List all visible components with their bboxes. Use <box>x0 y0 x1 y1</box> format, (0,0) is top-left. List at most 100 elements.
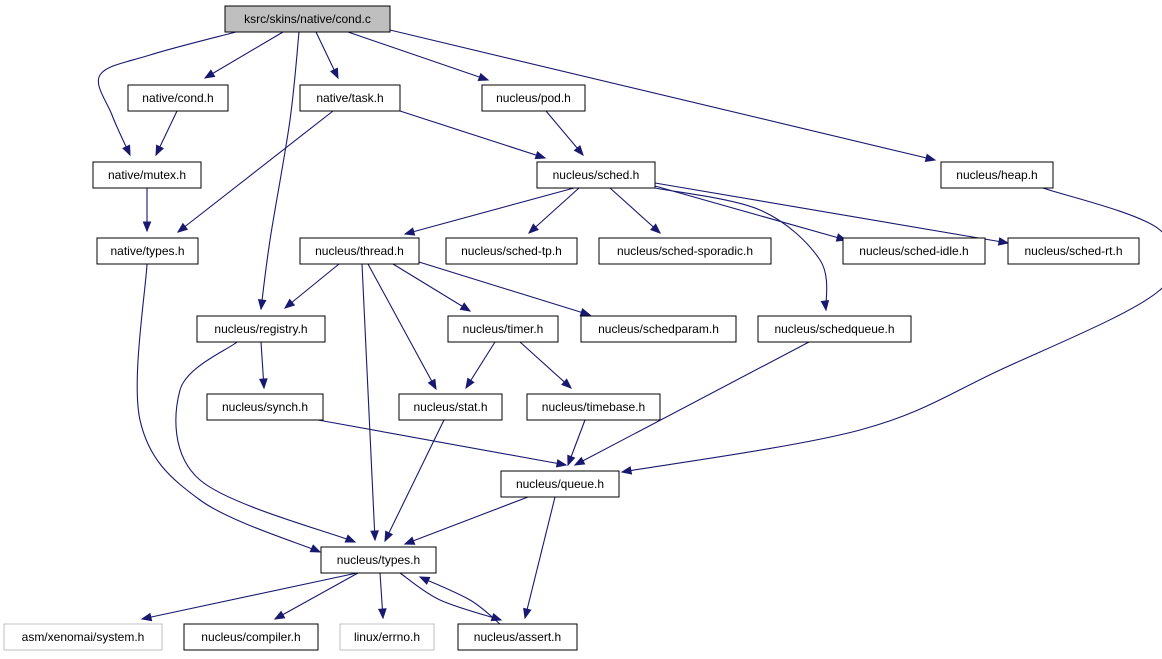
node-box[interactable] <box>320 546 437 574</box>
edge-line <box>654 185 847 241</box>
edge-arrowhead <box>203 69 216 79</box>
node-nucleus-types-h[interactable]: nucleus/types.h <box>320 546 437 574</box>
node-label: native/cond.h <box>142 91 213 105</box>
node-box[interactable] <box>580 315 737 343</box>
edge-nucleus_schedqueue_h-to-nucleus_queue_h <box>573 341 810 466</box>
edge-arrowhead <box>257 299 267 311</box>
edge-nucleus_sched_h-to-nucleus_schedqueue_h <box>654 187 830 312</box>
edge-arrowhead <box>378 608 387 620</box>
node-nucleus-timebase-h[interactable]: nucleus/timebase.h <box>526 393 661 421</box>
edge-native_types_h-to-nucleus_types_h <box>136 263 322 553</box>
edge-arrowhead <box>459 302 472 312</box>
node-box[interactable] <box>940 161 1054 189</box>
node-nucleus-compiler-h[interactable]: nucleus/compiler.h <box>183 623 319 651</box>
node-box[interactable] <box>127 84 229 112</box>
node-linux-errno-h[interactable]: linux/errno.h <box>339 623 435 651</box>
node-native-task-h[interactable]: native/task.h <box>299 84 401 112</box>
node-label: nucleus/thread.h <box>315 244 404 258</box>
node-nucleus-queue-h[interactable]: nucleus/queue.h <box>500 470 620 498</box>
node-box[interactable] <box>481 84 586 112</box>
node-asm-xenomai-system-h[interactable]: asm/xenomai/system.h <box>3 623 163 651</box>
node-label: nucleus/sched-sporadic.h <box>617 244 753 258</box>
node-box[interactable] <box>299 84 401 112</box>
edges-layer <box>97 29 1162 625</box>
node-label: native/mutex.h <box>108 168 186 182</box>
edge-nucleus_sched_h-to-nucleus_thread_h <box>403 187 575 236</box>
node-box[interactable] <box>447 315 559 343</box>
node-label: nucleus/sched-rt.h <box>1024 244 1122 258</box>
node-box[interactable] <box>196 315 326 343</box>
node-box[interactable] <box>224 5 391 33</box>
edge-arrowhead <box>140 612 153 622</box>
node-nucleus-sched-h[interactable]: nucleus/sched.h <box>536 161 656 189</box>
edge-line <box>141 572 358 620</box>
edge-arrowhead <box>259 378 268 390</box>
edge-line <box>524 496 556 619</box>
node-box[interactable] <box>339 623 435 651</box>
node-box[interactable] <box>526 393 661 421</box>
node-box[interactable] <box>1007 237 1140 265</box>
edge-arrowhead <box>561 378 573 389</box>
node-nucleus-schedqueue-h[interactable]: nucleus/schedqueue.h <box>757 315 912 343</box>
node-box[interactable] <box>757 315 912 343</box>
node-nucleus-pod-h[interactable]: nucleus/pod.h <box>481 84 586 112</box>
node-native-cond-h[interactable]: native/cond.h <box>127 84 229 112</box>
node-nucleus-assert-h[interactable]: nucleus/assert.h <box>457 623 578 651</box>
edge-nucleus_assert_h-to-nucleus_types_h <box>418 576 501 625</box>
node-nucleus-thread-h[interactable]: nucleus/thread.h <box>299 237 420 265</box>
edge-arrowhead <box>142 221 152 233</box>
node-box[interactable] <box>299 237 420 265</box>
node-native-types-h[interactable]: native/types.h <box>96 237 199 265</box>
node-nucleus-registry-h[interactable]: nucleus/registry.h <box>196 315 326 343</box>
node-nucleus-sched-idle-h[interactable]: nucleus/sched-idle.h <box>842 237 986 265</box>
node-box[interactable] <box>842 237 986 265</box>
edge-nucleus_queue_h-to-nucleus_assert_h <box>523 496 556 620</box>
node-box[interactable] <box>536 161 656 189</box>
node-box[interactable] <box>3 623 163 651</box>
edge-line <box>389 29 936 161</box>
edge-line <box>399 572 502 621</box>
edge-line <box>654 182 1009 244</box>
edge-line <box>392 263 471 312</box>
node-nucleus-sched-rt-h[interactable]: nucleus/sched-rt.h <box>1007 237 1140 265</box>
node-nucleus-sched-tp-h[interactable]: nucleus/sched-tp.h <box>445 237 578 265</box>
edge-line <box>418 261 591 316</box>
edge-line <box>519 341 572 389</box>
node-box[interactable] <box>457 623 578 651</box>
edge-nucleus_sched_h-to-nucleus_sched_sporadic_h <box>609 187 661 234</box>
node-nucleus-stat-h[interactable]: nucleus/stat.h <box>398 393 503 421</box>
node-box[interactable] <box>500 470 620 498</box>
edge-arrowhead <box>427 378 437 391</box>
edge-line <box>274 572 359 620</box>
edge-line <box>545 110 584 156</box>
edge-line <box>361 263 376 541</box>
node-label: nucleus/stat.h <box>413 400 487 414</box>
edge-line <box>528 187 580 234</box>
node-label: native/types.h <box>110 244 184 258</box>
node-box[interactable] <box>96 237 199 265</box>
edge-arrowhead <box>283 298 296 309</box>
node-box[interactable] <box>445 237 578 265</box>
node-nucleus-timer-h[interactable]: nucleus/timer.h <box>447 315 559 343</box>
edge-line <box>609 187 661 234</box>
node-box[interactable] <box>598 237 772 265</box>
node-nucleus-heap-h[interactable]: nucleus/heap.h <box>940 161 1054 189</box>
node-cond-c[interactable]: ksrc/skins/native/cond.c <box>224 5 391 33</box>
node-label: nucleus/sched-tp.h <box>461 244 562 258</box>
edge-arrowhead <box>403 227 416 236</box>
edge-nucleus_sched_h-to-nucleus_sched_idle_h <box>654 185 848 242</box>
edge-line <box>384 419 445 542</box>
edge-line <box>317 419 567 466</box>
node-nucleus-sched-sporadic-h[interactable]: nucleus/sched-sporadic.h <box>598 237 772 265</box>
edge-nucleus_types_h-to-linux_errno_h <box>378 572 387 620</box>
node-label: nucleus/timer.h <box>463 322 544 336</box>
node-box[interactable] <box>398 393 503 421</box>
edge-nucleus_thread_h-to-nucleus_schedparam_h <box>418 261 592 317</box>
node-box[interactable] <box>206 393 324 421</box>
node-native-mutex-h[interactable]: native/mutex.h <box>92 161 202 189</box>
node-nucleus-synch-h[interactable]: nucleus/synch.h <box>206 393 324 421</box>
node-box[interactable] <box>183 623 319 651</box>
node-label: nucleus/pod.h <box>496 91 571 105</box>
node-nucleus-schedparam-h[interactable]: nucleus/schedparam.h <box>580 315 737 343</box>
node-box[interactable] <box>92 161 202 189</box>
